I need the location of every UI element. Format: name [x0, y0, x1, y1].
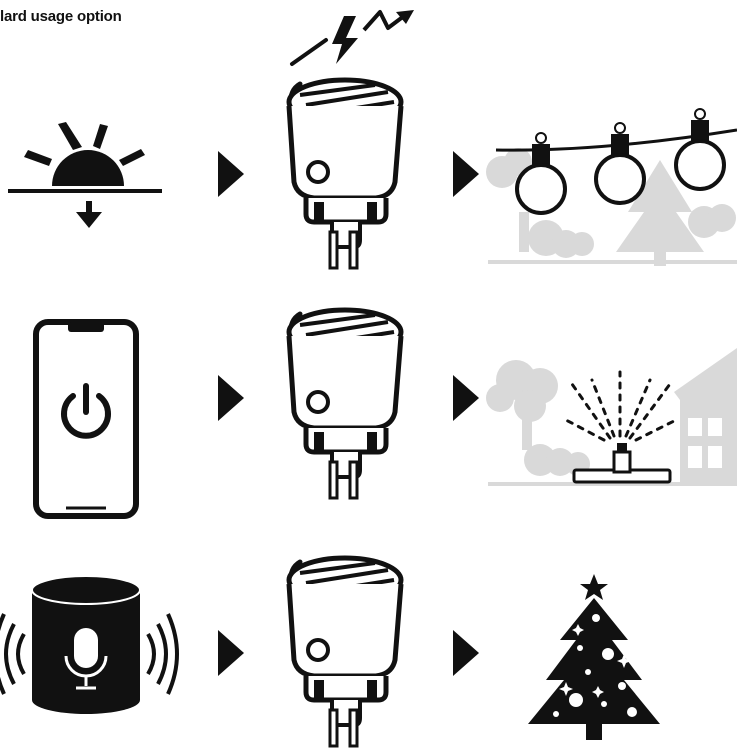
- garden-string-lights-illustration: [486, 107, 737, 266]
- smart-plug-icon: [289, 558, 401, 746]
- diagram-title: lard usage option: [0, 8, 122, 25]
- flow-arrow-3a: [218, 630, 244, 676]
- smart-plug-icon: [289, 80, 401, 268]
- christmas-tree-illustration: [528, 574, 660, 740]
- wireless-signal-icon: [290, 10, 414, 66]
- smart-plug-icon: [289, 310, 401, 498]
- smartphone-app-icon: [33, 319, 139, 519]
- garden-sprinkler-illustration: [486, 348, 737, 486]
- flow-arrow-2a: [218, 375, 244, 421]
- voice-assistant-speaker-icon: [0, 575, 179, 714]
- sunset-icon: [8, 122, 162, 228]
- flow-arrow-1b: [453, 151, 479, 197]
- flow-arrow-3b: [453, 630, 479, 676]
- flow-arrow-1a: [218, 151, 244, 197]
- flow-arrow-2b: [453, 375, 479, 421]
